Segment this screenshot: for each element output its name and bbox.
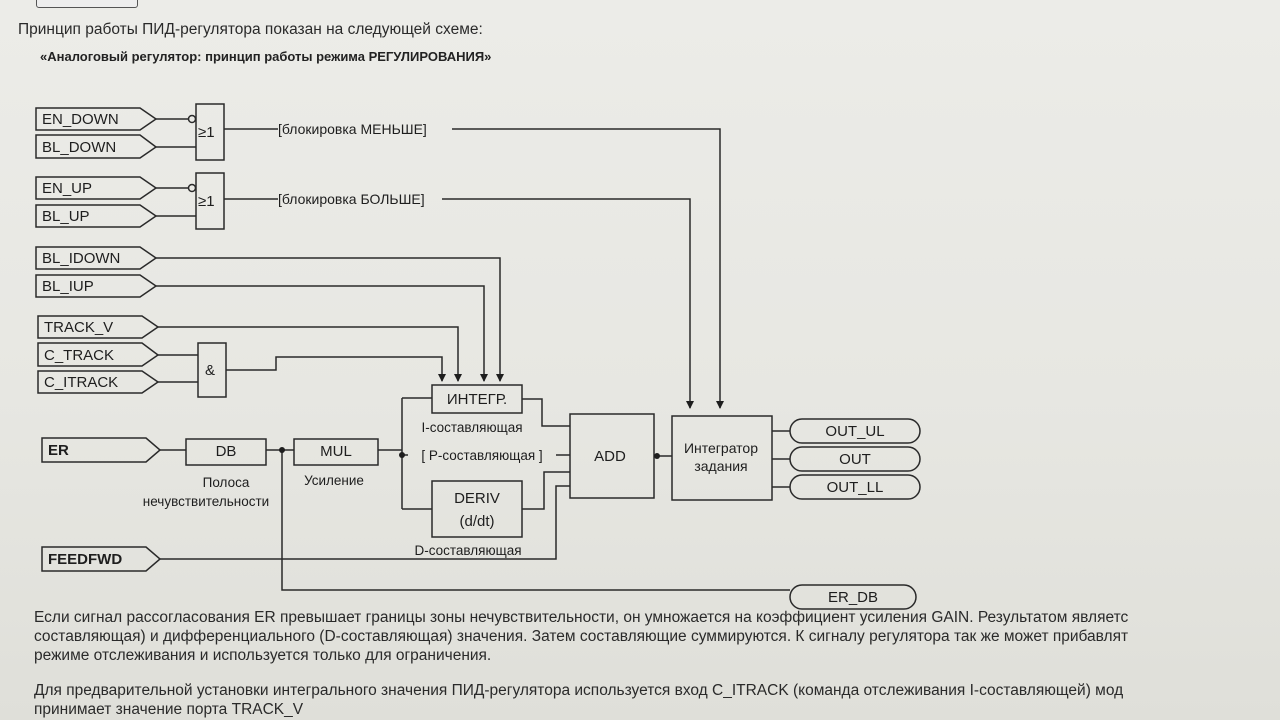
mul-block-label: MUL [320,443,352,460]
input-c-track-shape [37,342,160,367]
deriv-caption: D-составляющая [414,543,521,558]
input-en-up-label: EN_UP [42,180,92,197]
output-out-ul-label: OUT_UL [825,423,884,440]
integrator-block-shape [671,415,773,501]
paragraph-1-line-3: режиме отслеживания и используется тольк… [34,647,492,664]
intro-text: Принцип работы ПИД-регулятора показан на… [18,21,483,38]
input-en-up-shape [35,176,158,200]
output-out-ul-shape [789,418,921,444]
input-bl-up-label: BL_UP [42,208,90,225]
or-gate-1-shape [195,103,225,161]
output-out-shape [789,446,921,472]
integr-caption: I-составляющая [421,420,522,435]
junction-dot-db [279,447,285,453]
output-out-label: OUT [839,451,871,468]
and-gate-label: & [205,362,215,379]
input-er-shape [41,437,162,463]
paragraph-1-line-1: Если сигнал рассогласования ER превышает… [34,609,1129,626]
db-block-shape [185,438,267,466]
input-bl-iup-label: BL_IUP [42,278,94,295]
input-feedfwd-shape [41,546,162,572]
output-out-ll-shape [789,474,921,500]
input-track-v-shape [37,315,160,339]
add-block-label: ADD [594,448,626,465]
or-gate-2-shape [195,172,225,230]
paragraph-1: Если сигнал рассогласования ER превышает… [34,608,1128,665]
input-c-itrack-label: C_ITRACK [44,374,118,391]
paragraph-2-line-1: Для предварительной установки интегральн… [34,682,1124,699]
junction-dot-mul [399,452,405,458]
junction-dot-add [654,453,660,459]
mul-block-shape [293,438,379,466]
input-bl-down-shape [35,134,158,159]
input-bl-up-shape [35,204,158,228]
input-bl-iup-shape [35,274,158,298]
input-feedfwd-label: FEEDFWD [48,551,122,568]
deriv-block-label-1: DERIV [454,490,500,507]
input-bl-down-label: BL_DOWN [42,139,116,156]
output-er-db-label: ER_DB [828,589,878,606]
block-less-label: [блокировка МЕНЬШЕ] [278,121,427,137]
integrator-label-2: задания [694,458,747,474]
output-er-db-shape [789,584,917,610]
paragraph-2-line-2: принимает значение порта TRACK_V [34,701,304,718]
integr-block-label: ИНТЕГР. [447,391,507,408]
input-en-down-label: EN_DOWN [42,111,119,128]
db-caption-line2: нечувствительности [143,494,269,509]
input-c-itrack-shape [37,370,160,394]
input-bl-idown-label: BL_IDOWN [42,250,120,267]
inversion-circle-2 [187,183,197,193]
input-track-v-label: TRACK_V [44,319,113,336]
input-bl-idown-shape [35,246,158,270]
inversion-circle-1 [187,114,197,124]
db-block-label: DB [216,443,237,460]
or-gate-1-label: ≥1 [198,124,215,141]
p-component-label: [ Р-составляющая ] [421,448,542,463]
deriv-block-label-2: (d/dt) [459,513,494,530]
output-out-ll-label: OUT_LL [827,479,884,496]
integrator-label-1: Интегратор [684,440,758,456]
top-cropped-box [36,0,138,8]
diagram-title: «Аналоговый регулятор: принцип работы ре… [40,49,492,64]
db-caption-line1: Полоса [203,475,250,490]
paragraph-2: Для предварительной установки интегральн… [34,681,1123,719]
or-gate-2-label: ≥1 [198,193,215,210]
paragraph-1-line-2: составляющая) и дифференциального (D-сос… [34,628,1129,645]
input-c-track-label: C_TRACK [44,347,114,364]
input-en-down-shape [35,107,158,131]
mul-caption: Усиление [304,473,364,488]
block-more-label: [блокировка БОЛЬШЕ] [278,191,425,207]
input-er-label: ER [48,442,69,459]
